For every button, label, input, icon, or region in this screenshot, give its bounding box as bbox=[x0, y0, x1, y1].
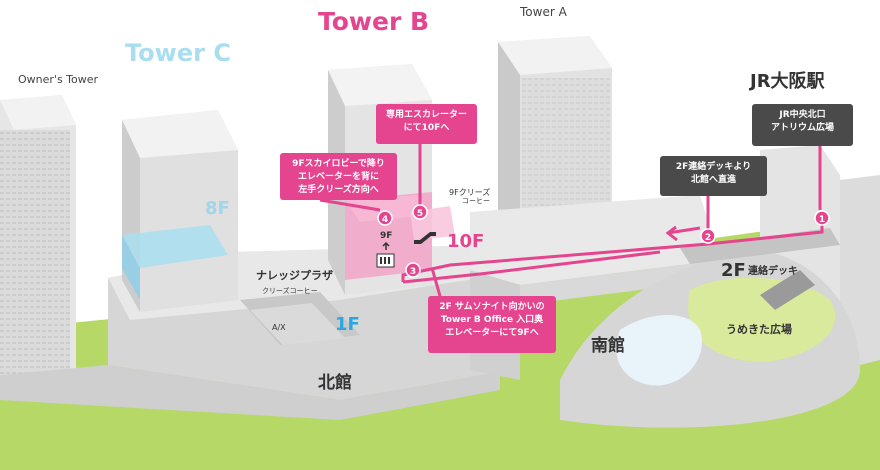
svg-text:2: 2 bbox=[705, 233, 711, 243]
ax-label: A/X bbox=[272, 323, 286, 332]
tower-c-label: Tower C bbox=[125, 39, 231, 67]
jr-osaka-label: JR大阪駅 bbox=[750, 71, 825, 92]
route-step-3-marker: 3 bbox=[405, 262, 421, 278]
route-step-5-marker: 5 bbox=[412, 204, 428, 220]
svg-text:1: 1 bbox=[819, 215, 825, 225]
qrious-coffee-1f-label: クリーズコーヒー bbox=[262, 287, 318, 295]
route-line bbox=[319, 144, 824, 297]
floor-1f-label: 1F bbox=[335, 314, 360, 335]
tower-a-label: Tower A bbox=[520, 5, 567, 19]
escalator-icon bbox=[414, 232, 436, 244]
floor-8f-label: 8F bbox=[205, 198, 230, 219]
floor-10f-label: 10F bbox=[447, 231, 485, 252]
route-step-4-callout: 9Fスカイロビーで降り エレベーターを背に 左手クリーズ方向へ bbox=[280, 153, 397, 200]
svg-text:5: 5 bbox=[417, 209, 423, 219]
tower-c-building bbox=[122, 110, 238, 312]
tower-b-label: Tower B bbox=[318, 7, 430, 36]
knowledge-plaza-area bbox=[240, 292, 360, 345]
svg-text:4: 4 bbox=[382, 215, 388, 225]
route-step-1-marker: 1 bbox=[814, 210, 830, 226]
umekita-plaza-label: うめきた広場 bbox=[726, 323, 792, 336]
route-step-2-marker: 2 bbox=[700, 228, 716, 244]
route-step-4-marker: 4 bbox=[377, 210, 393, 226]
kitakan-label: 北館 bbox=[318, 373, 352, 393]
renraku-deck-label: 連絡デッキ bbox=[748, 266, 798, 277]
floor-9f-label: 9F bbox=[380, 231, 393, 241]
qrious-coffee-9f-label: 9Fクリーズ bbox=[449, 188, 491, 197]
route-step-5-callout: 専用エスカレーター にて10Fへ bbox=[376, 104, 477, 144]
route-step-3-callout: 2F サムソナイト向かいの Tower B Office 入口奥 エレベーターに… bbox=[428, 296, 556, 353]
svg-text:3: 3 bbox=[410, 267, 416, 277]
minamikan-label: 南館 bbox=[591, 336, 625, 356]
elevator-icon bbox=[376, 253, 395, 268]
route-step-1-callout: JR中央北口 アトリウム広場 bbox=[752, 104, 853, 146]
floor-2f-label: 2F bbox=[721, 260, 746, 281]
owners-tower-building bbox=[0, 95, 76, 380]
route-step-2-callout: 2F連絡デッキより 北館へ直進 bbox=[660, 156, 767, 196]
renraku-deck-structure bbox=[680, 228, 840, 310]
knowledge-plaza-label: ナレッジプラザ bbox=[256, 269, 333, 282]
owners-tower-label: Owner's Tower bbox=[18, 73, 99, 86]
up-arrow-icon bbox=[382, 241, 390, 250]
qrious-coffee-9f-sub-label: コーヒー bbox=[462, 197, 490, 205]
